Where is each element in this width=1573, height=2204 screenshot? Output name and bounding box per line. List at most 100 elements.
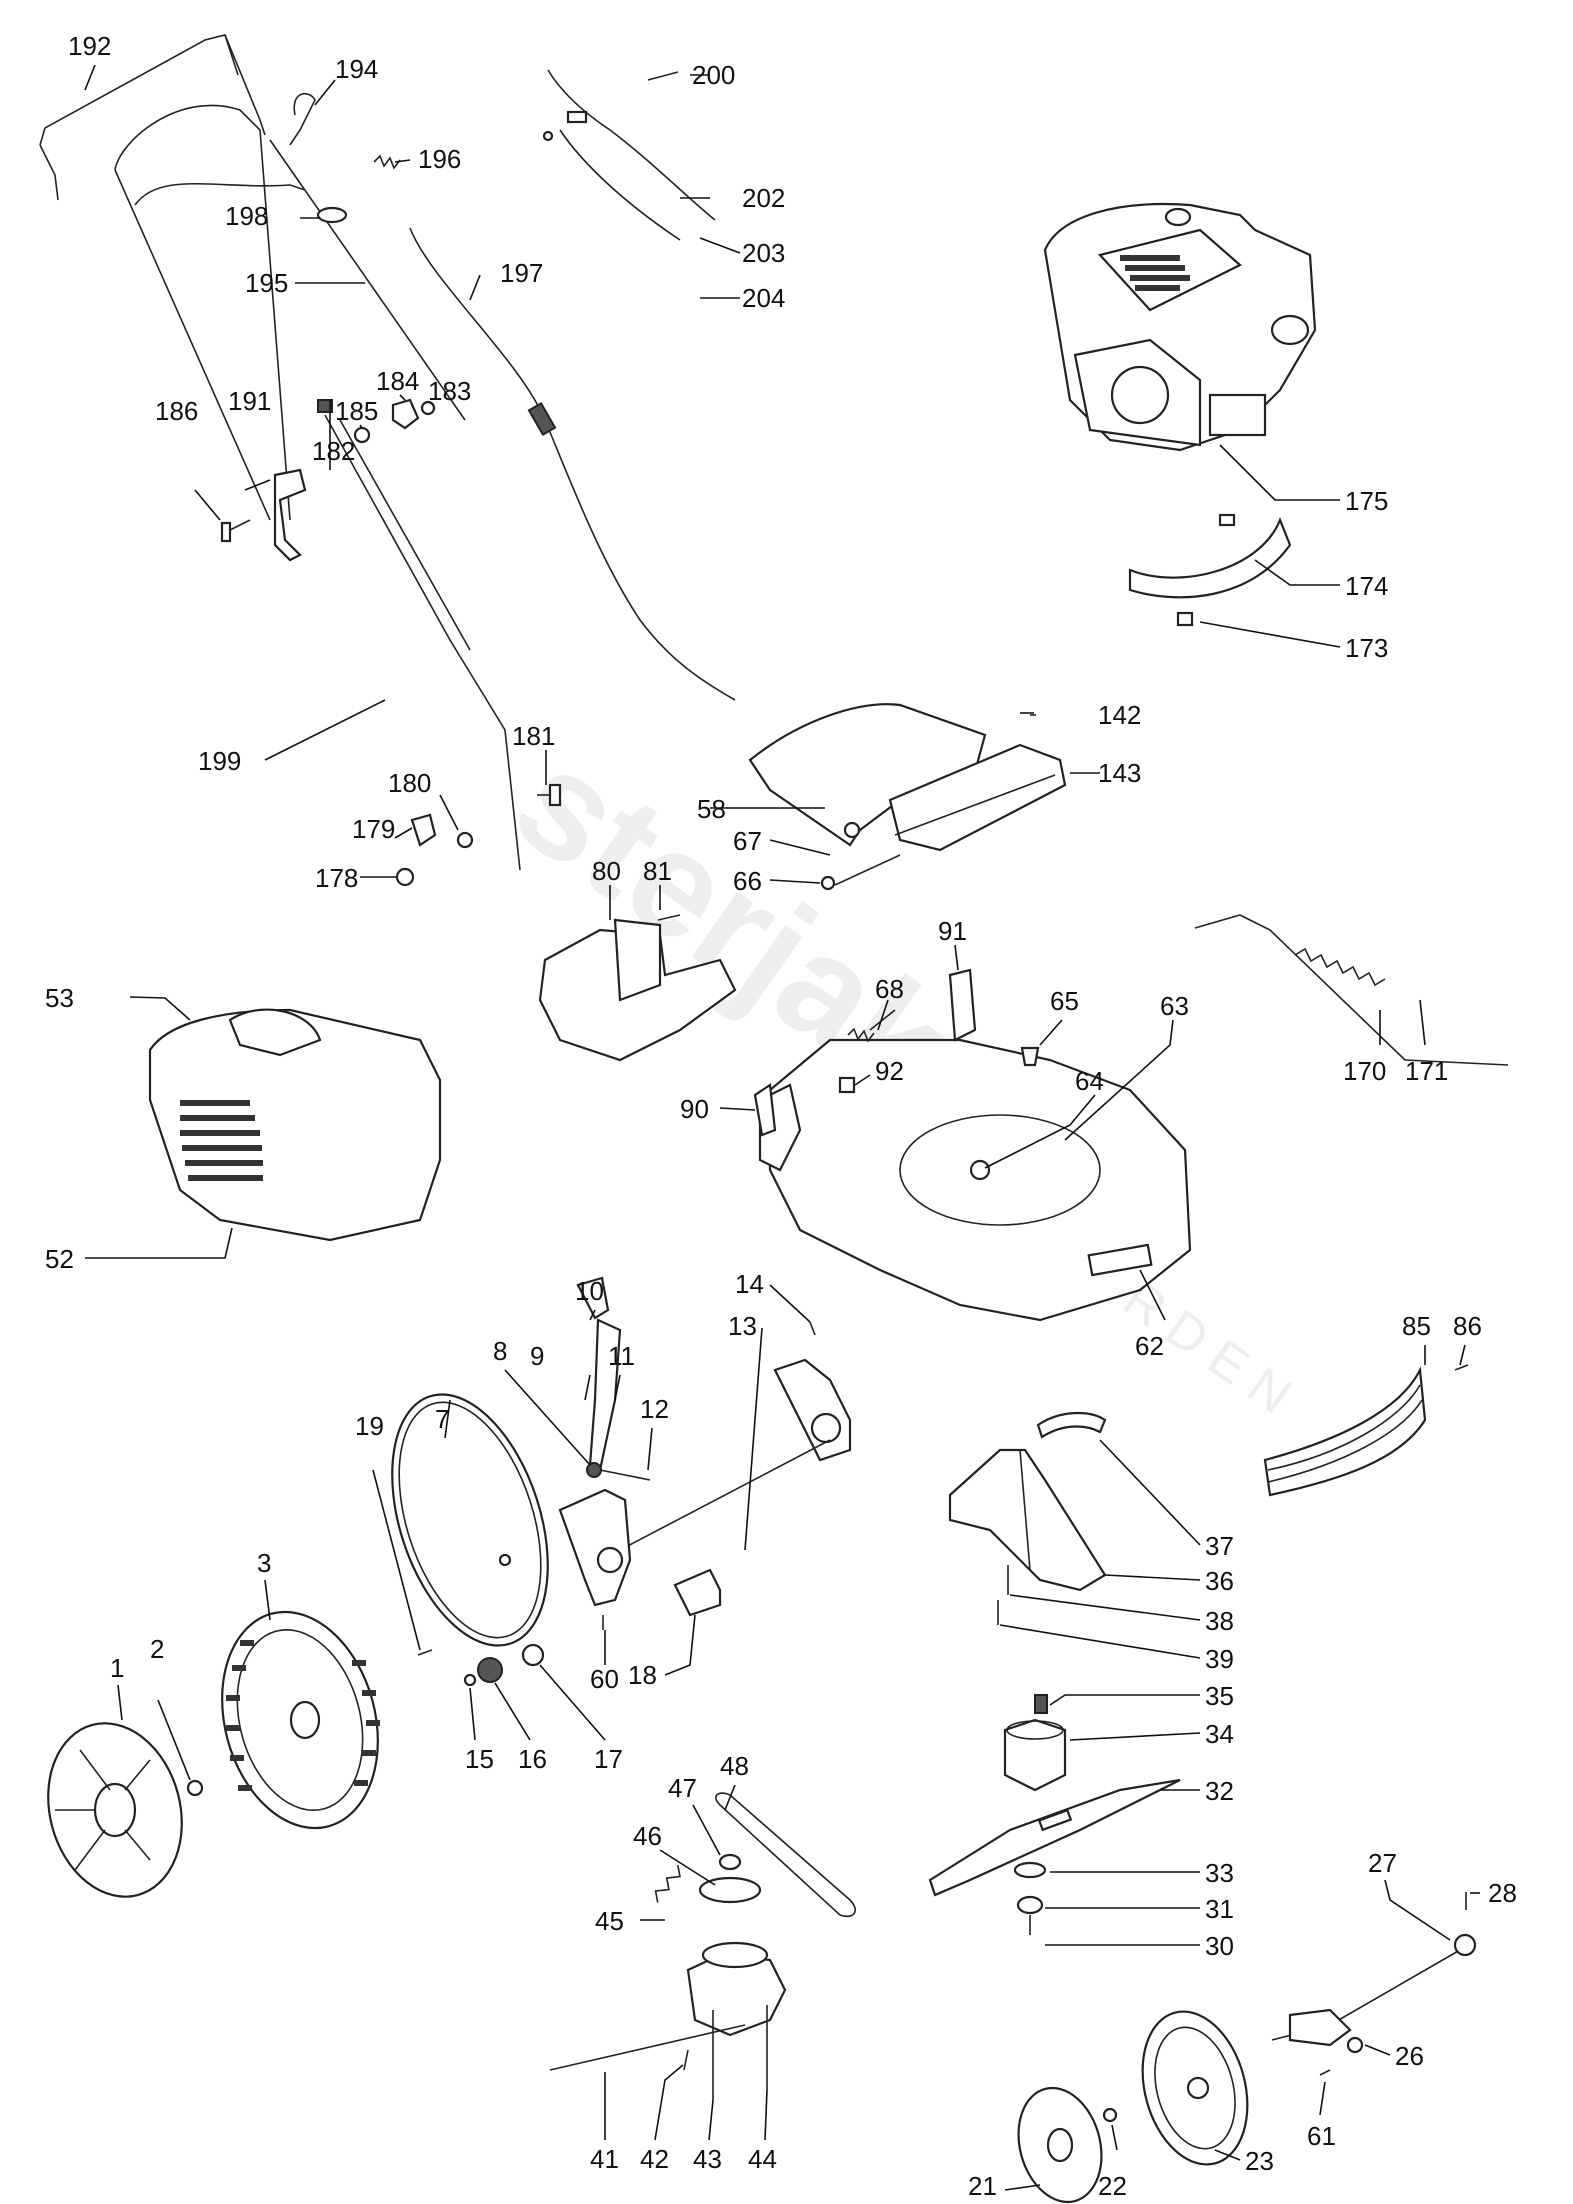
part-18-bushing [673, 1568, 722, 1617]
label-92: 92 [875, 1056, 904, 1086]
part-195-handle-tube [114, 104, 466, 521]
part-53-52-grass-bag [148, 1008, 442, 1242]
part-173-nut [1176, 611, 1194, 627]
label-191: 191 [228, 386, 271, 416]
label-48: 48 [720, 1751, 749, 1781]
part-15-ring [463, 1673, 477, 1687]
label-204: 204 [742, 283, 785, 313]
part-81-screw [657, 914, 681, 921]
part-66-ring [820, 875, 836, 891]
label-53: 53 [45, 983, 74, 1013]
label-86: 86 [1453, 1311, 1482, 1341]
label-16: 16 [518, 1744, 547, 1774]
part-7-gear-disc [391, 1393, 549, 1647]
part-63-deck [758, 1038, 1192, 1322]
part-35-key [1034, 1694, 1048, 1714]
label-46: 46 [633, 1821, 662, 1851]
label-8: 8 [493, 1336, 507, 1366]
part-32-blade [928, 1778, 1181, 1897]
label-44: 44 [748, 2144, 777, 2174]
label-30: 30 [1205, 1931, 1234, 1961]
part-91-bracket [948, 968, 977, 1042]
part-42-pin [683, 2049, 689, 2071]
part-10-11-lever [576, 1276, 651, 1481]
part-26-clip [1346, 2036, 1364, 2054]
label-36: 36 [1205, 1566, 1234, 1596]
label-12: 12 [640, 1394, 669, 1424]
label-14: 14 [735, 1269, 764, 1299]
label-180: 180 [388, 768, 431, 798]
label-198: 198 [225, 201, 268, 231]
label-45: 45 [595, 1906, 624, 1936]
part-27-front-axle [1271, 1933, 1477, 2047]
label-52: 52 [45, 1244, 74, 1274]
part-194-clip [134, 92, 316, 206]
part-197-cable [409, 227, 736, 701]
part-184-knob [391, 398, 420, 430]
label-39: 39 [1205, 1644, 1234, 1674]
part-3-rear-wheel [221, 1610, 380, 1830]
part-170-spring [1294, 947, 1386, 987]
part-202-203-204-cables [542, 69, 716, 241]
label-60: 60 [590, 1664, 619, 1694]
part-41-shaft [549, 2024, 746, 2071]
part-171-rod [1194, 914, 1509, 1066]
label-1: 1 [110, 1653, 124, 1683]
part-191-bracket [273, 468, 307, 562]
part-17-bearing [521, 1643, 545, 1667]
part-34-blade-adapter [1003, 1718, 1067, 1792]
label-7: 7 [435, 1404, 449, 1434]
part-199-lower-handle [324, 414, 521, 871]
label-13: 13 [728, 1311, 757, 1341]
label-181: 181 [512, 721, 555, 751]
part-33-washer [1013, 1861, 1047, 1879]
label-41: 41 [590, 2144, 619, 2174]
part-196-spring [373, 154, 401, 170]
part-61-screw [1319, 2069, 1331, 2076]
label-68: 68 [875, 974, 904, 1004]
label-42: 42 [640, 2144, 669, 2174]
part-22-nut [1102, 2107, 1118, 2123]
label-33: 33 [1205, 1858, 1234, 1888]
part-14-pin [809, 1321, 816, 1336]
label-196: 196 [418, 144, 461, 174]
label-9: 9 [530, 1341, 544, 1371]
part-181-bolt [537, 783, 562, 807]
label-35: 35 [1205, 1681, 1234, 1711]
label-81: 81 [643, 856, 672, 886]
label-142: 142 [1098, 700, 1141, 730]
part-67-rod [834, 854, 901, 886]
label-90: 90 [680, 1094, 709, 1124]
label-37: 37 [1205, 1531, 1234, 1561]
label-31: 31 [1205, 1894, 1234, 1924]
label-21: 21 [968, 2171, 997, 2201]
label-34: 34 [1205, 1719, 1234, 1749]
label-202: 202 [742, 183, 785, 213]
part-183-bolt [420, 400, 436, 416]
label-195: 195 [245, 268, 288, 298]
label-26: 26 [1395, 2041, 1424, 2071]
part-186-bolt [220, 519, 251, 543]
label-62: 62 [1135, 1331, 1164, 1361]
part-192-upper-handle [39, 34, 266, 201]
label-28: 28 [1488, 1878, 1517, 1908]
label-2: 2 [150, 1634, 164, 1664]
label-182: 182 [312, 436, 355, 466]
label-143: 143 [1098, 758, 1141, 788]
part-58-rear-flap [748, 703, 987, 847]
label-11: 11 [608, 1341, 635, 1371]
label-43: 43 [693, 2144, 722, 2174]
part-180-washer [456, 831, 474, 849]
label-47: 47 [668, 1773, 697, 1803]
label-185: 185 [335, 396, 378, 426]
label-183: 183 [428, 376, 471, 406]
label-171: 171 [1405, 1056, 1448, 1086]
part-21-front-hubcap [1017, 2086, 1103, 2204]
label-194: 194 [335, 54, 378, 84]
label-197: 197 [500, 258, 543, 288]
leader-lines [84, 64, 1480, 2191]
label-85: 85 [1402, 1311, 1431, 1341]
label-64: 64 [1075, 1066, 1104, 1096]
part-16-pinion [477, 1657, 503, 1683]
